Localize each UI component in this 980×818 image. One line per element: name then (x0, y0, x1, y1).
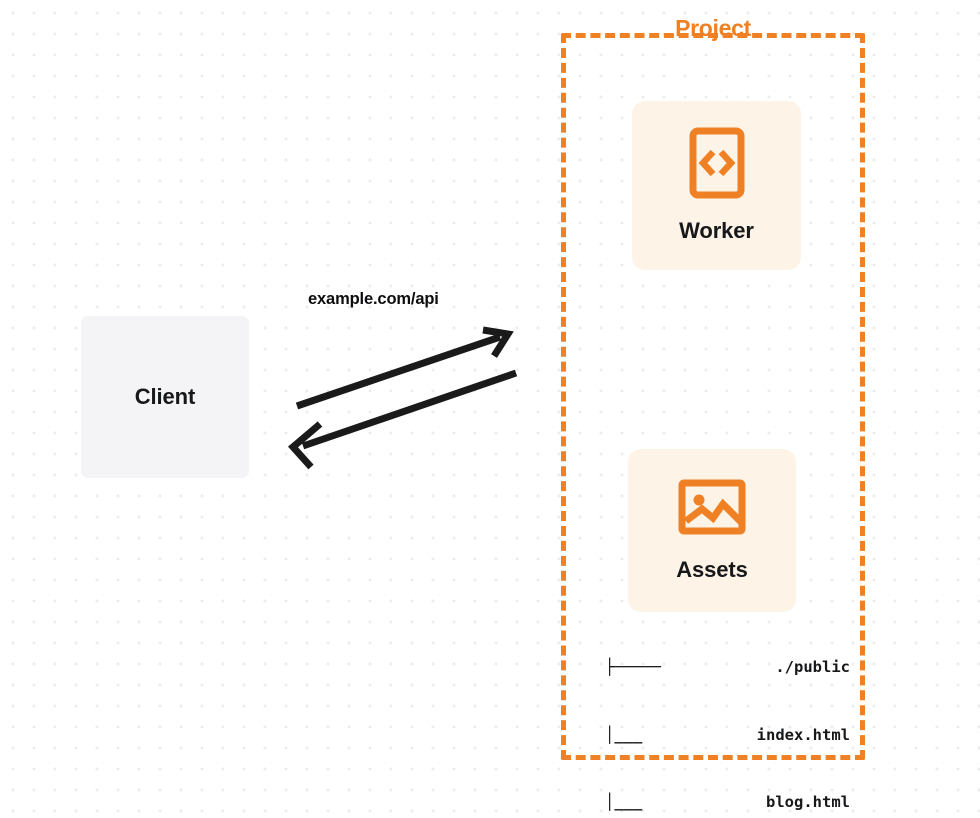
worker-label: Worker (679, 218, 754, 243)
tree-branch-glyph: ├───── (605, 658, 661, 676)
project-title: Project (675, 15, 751, 41)
assets-file-tree: ├───── ./public │___ index.html │___ blo… (605, 611, 850, 818)
tree-item-name: blog.html (766, 793, 850, 811)
code-brackets-icon (689, 127, 745, 204)
client-label: Client (134, 384, 196, 409)
file-tree-row: │___ index.html (605, 724, 850, 747)
tree-branch-glyph: │___ (605, 793, 643, 811)
client-node: Client (81, 316, 249, 478)
file-tree-row: ├───── ./public (605, 656, 850, 679)
tree-item-name: index.html (756, 725, 850, 744)
response-arrow (287, 369, 518, 470)
assets-node: Assets (628, 449, 796, 612)
assets-label: Assets (676, 557, 748, 582)
worker-node: Worker (632, 101, 801, 270)
image-icon (678, 478, 746, 541)
project-dashed-border (561, 33, 865, 760)
tree-branch-glyph: │___ (605, 725, 643, 744)
request-arrow (295, 326, 514, 410)
file-tree-row: │___ blog.html (605, 791, 850, 814)
project-container: Project Worker Assets (561, 17, 865, 811)
connection-label: example.com/api (308, 290, 439, 308)
tree-item-name: ./public (775, 658, 850, 676)
